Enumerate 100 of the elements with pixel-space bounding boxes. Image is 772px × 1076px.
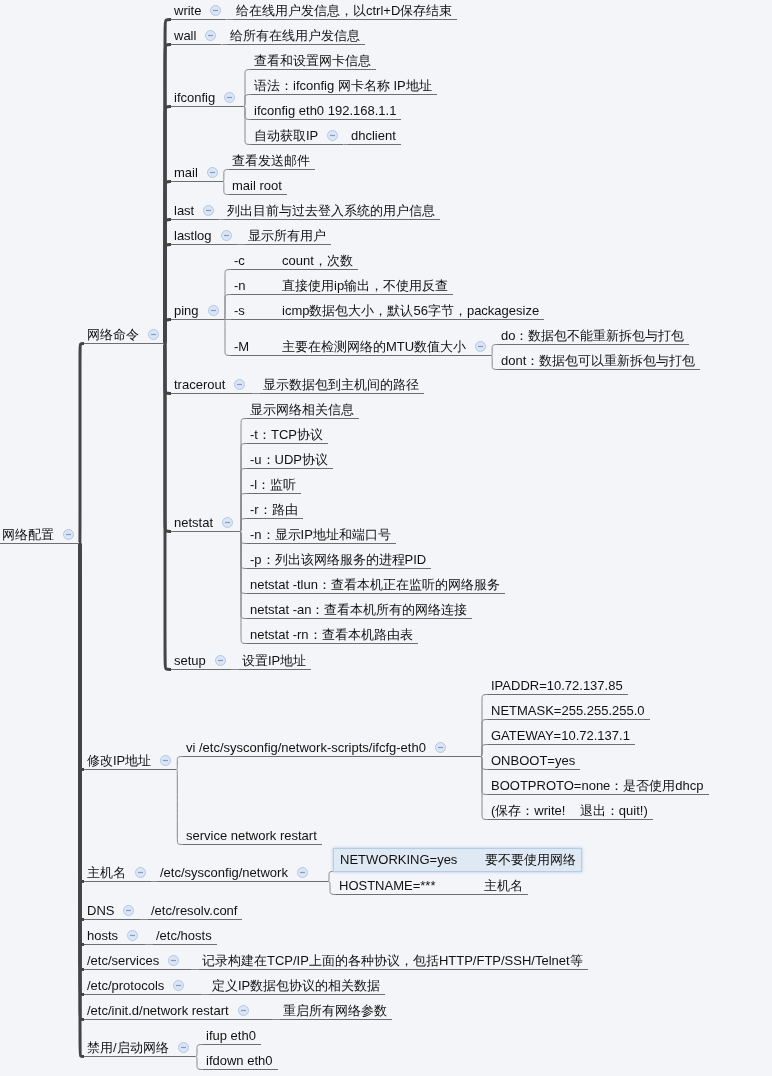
topic-label: 主机名 <box>484 876 523 895</box>
topic-label: 禁用/启动网络 <box>87 1038 169 1057</box>
topic-label: /etc/services <box>87 951 160 970</box>
branch-line <box>251 393 261 394</box>
mind-map-topic <box>231 301 545 320</box>
branch-line <box>144 944 154 945</box>
topic-label: ifconfig <box>174 88 216 107</box>
topic-label: -s <box>234 301 246 320</box>
branch-line <box>225 19 234 20</box>
branch-line <box>223 319 232 320</box>
branch-line <box>242 106 252 120</box>
branch-line <box>162 318 172 345</box>
branch-line <box>222 181 230 195</box>
topic-label: lastlog <box>174 226 212 245</box>
branch-line <box>194 1056 204 1070</box>
branch-line <box>218 219 225 220</box>
topic-label: 网络命令 <box>87 325 139 344</box>
topic-label: tracerout <box>174 375 226 394</box>
branch-line <box>238 518 248 532</box>
topic-label: 主要在检测网络的MTU数值大小 <box>282 337 467 356</box>
branch-line <box>175 769 184 845</box>
branch-line <box>220 44 228 45</box>
topic-label: -c <box>234 251 246 270</box>
topic-label: ifup eth0 <box>206 1026 256 1045</box>
topic-label: 给在线用户发信息，以ctrl+D保存结束 <box>236 1 453 20</box>
topic-label: 查看和设置网卡信息 <box>254 51 371 70</box>
topic-label: 给所有在线用户发信息 <box>230 26 360 45</box>
topic-label: setup <box>174 651 206 670</box>
topic-label: -n <box>234 276 247 295</box>
mind-map-topic <box>84 863 151 882</box>
branch-line <box>150 881 158 882</box>
topic-label: dont：数据包可以重新拆包与打包 <box>501 351 696 370</box>
topic-label: 显示所有用户 <box>248 226 326 245</box>
topic-label: -M <box>234 337 251 356</box>
branch-line <box>200 994 210 995</box>
topic-label: (保存：write! 退出：quit!) <box>491 801 648 820</box>
topic-label: NETMASK=255.255.255.0 <box>491 701 645 720</box>
topic-label: netstat -an：查看本机所有的网络连接 <box>250 600 468 619</box>
topic-label: write <box>174 1 202 20</box>
topic-label: vi /etc/sysconfig/network-scripts/ifcfg-eth0 <box>186 738 426 757</box>
topic-label: 主机名 <box>87 863 126 882</box>
topic-label: /etc/resolv.conf <box>151 901 238 920</box>
topic-label: -u：UDP协议 <box>250 450 328 469</box>
topic-label: 显示数据包到主机间的路径 <box>263 375 419 394</box>
branch-line <box>490 344 499 356</box>
branch-line <box>238 531 248 569</box>
topic-label: wall <box>174 26 197 45</box>
topic-label: ping <box>174 301 199 320</box>
topic-label: count，次数 <box>282 251 353 270</box>
topic-label: mail <box>174 163 198 182</box>
topic-label: 定义IP数据包协议的相关数据 <box>212 976 381 995</box>
branch-line <box>342 144 349 145</box>
topic-label: 直接使用ip输出，不使用反查 <box>282 276 449 295</box>
topic-label: dhclient <box>351 126 396 145</box>
topic-label: hosts <box>87 926 119 945</box>
branch-line <box>490 355 499 370</box>
topic-label: mail root <box>232 176 282 195</box>
topic-label: /etc/init.d/network restart <box>87 1001 229 1020</box>
mind-map-topic <box>251 126 344 145</box>
topic-label: netstat <box>174 513 214 532</box>
branch-line <box>236 244 246 245</box>
topic-label: BOOTPROTO=none：是否使用dhcp <box>491 776 704 795</box>
topic-label: 查看发送邮件 <box>232 151 310 170</box>
topic-label: DNS <box>87 901 115 920</box>
topic-label: /etc/sysconfig/network <box>160 863 288 882</box>
mind-map-topic <box>231 251 358 270</box>
topic-label: 要不要使用网络 <box>485 851 576 869</box>
mind-map-topic <box>231 276 454 295</box>
branch-line <box>271 1019 281 1020</box>
branch-line <box>175 756 184 770</box>
branch-line <box>242 94 252 107</box>
topic-label: ifconfig eth0 192.168.1.1 <box>254 101 397 120</box>
topic-label: 显示网络相关信息 <box>250 400 354 419</box>
topic-label: ifdown eth0 <box>206 1051 273 1070</box>
topic-label: -p：列出该网络服务的进程PID <box>250 550 427 569</box>
topic-label: -n：显示IP地址和端口号 <box>250 525 391 544</box>
topic-label: /etc/protocols <box>87 976 165 995</box>
topic-label: GATEWAY=10.72.137.1 <box>491 726 630 745</box>
topic-label: netstat -tlun：查看本机正在监听的网络服务 <box>250 575 500 594</box>
branch-line <box>327 871 334 882</box>
topic-label: 记录构建在TCP/IP上面的各种协议，包括HTTP/FTP/SSH/Telnet等 <box>202 951 583 970</box>
branch-line <box>479 744 489 757</box>
topic-label: HOSTNAME=*** <box>339 876 437 895</box>
topic-label: icmp数据包大小，默认56字节，packagesize <box>282 301 540 320</box>
mind-map-topic <box>231 337 492 356</box>
topic-label: -r：路由 <box>250 500 298 519</box>
topic-label: IPADDR=10.72.137.85 <box>491 676 623 695</box>
branch-line <box>77 342 85 545</box>
topic-label: ONBOOT=yes <box>491 751 576 770</box>
branch-line <box>223 294 232 320</box>
branch-line <box>238 531 248 544</box>
topic-label: netstat -rn：查看本机路由表 <box>250 625 413 644</box>
mind-map-topic <box>333 848 582 872</box>
branch-line <box>230 669 240 670</box>
mind-map-topic <box>84 1038 195 1057</box>
topic-label: do：数据包不能重新拆包与打包 <box>501 326 685 345</box>
mind-map-topic <box>84 325 164 344</box>
branch-line <box>327 881 337 895</box>
topic-label: 修改IP地址 <box>87 751 152 770</box>
topic-label: 设置IP地址 <box>242 651 307 670</box>
